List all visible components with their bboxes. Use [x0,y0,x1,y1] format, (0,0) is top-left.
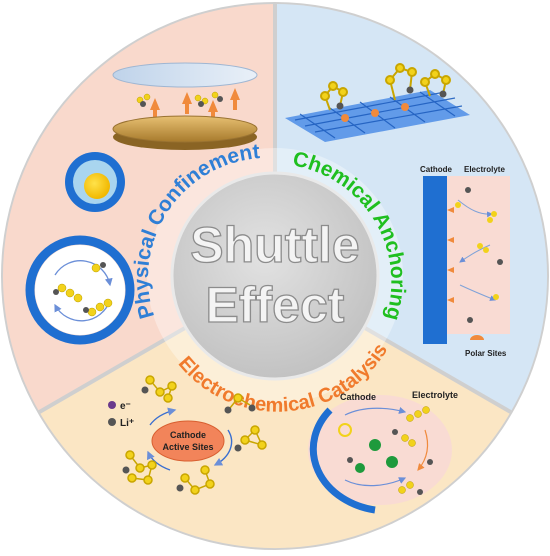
center-circle [170,171,380,381]
center-title-line1: Shuttle [190,217,359,273]
upward-arrows [150,88,240,122]
host-shell [25,235,135,345]
active-sites-line1: Cathode [170,430,206,440]
core-shell-sphere [65,152,125,212]
chemical-cathode-panel: Cathode Electrolyte Polar Sites [420,165,510,358]
chemical-cathode-label: Cathode [420,165,453,174]
catalysis-cycle-illustration: e⁻ Li⁺ Cathode Active Sites [108,375,267,495]
active-sites-line2: Active Sites [162,442,213,452]
active-sites-ellipse [151,420,225,462]
catalysis-cathode-label: Cathode [340,392,376,402]
catalysis-cathode-panel: Cathode Electrolyte [308,390,458,514]
chemical-electrolyte-label: Electrolyte [464,165,505,174]
polar-site-icon [470,335,484,340]
lithium-label: Li⁺ [120,418,134,429]
catalysis-electrolyte-region [308,395,452,505]
lithium-dot [108,418,116,426]
host-cavity [35,245,125,335]
cathode-bar [423,176,447,344]
electron-dot [108,401,116,409]
sulfur-core [84,173,110,199]
catalysis-electrolyte-label: Electrolyte [412,390,458,400]
graphene-anchoring-illustration [285,63,470,142]
electrolyte-region [447,176,510,334]
catalysis-cathode-arc [309,407,376,514]
electron-label: e⁻ [120,401,131,412]
hollow-sphere-host [25,235,135,345]
polar-sites-label: Polar Sites [465,349,507,358]
separator-membrane [112,62,258,88]
cathode-disk [112,115,258,143]
center-title-line2: Effect [206,277,345,333]
separator-membrane-illustration [112,62,258,150]
